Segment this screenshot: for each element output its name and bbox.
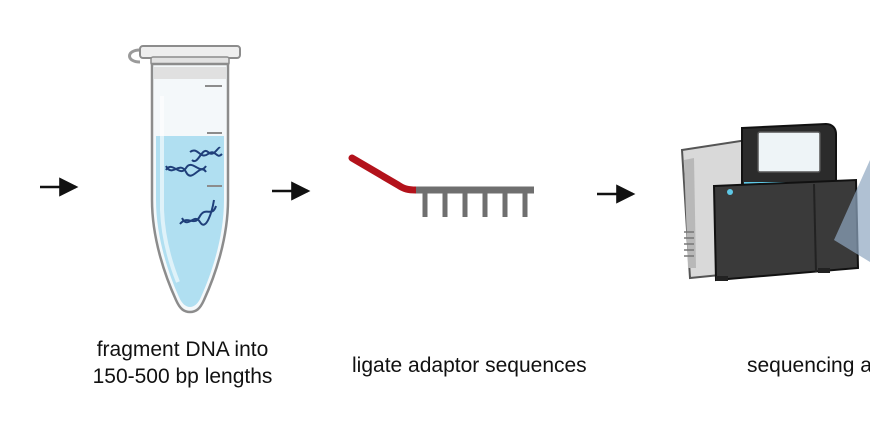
dna-fragment-icon (189, 146, 223, 163)
microcentrifuge-tube-icon (128, 45, 241, 314)
sequencer-icon (680, 122, 870, 282)
adaptor-ligation-icon (348, 154, 534, 217)
caption-line: sequencing a (747, 354, 870, 377)
caption-line: fragment DNA into (96, 338, 269, 361)
dna-fragment-icon (165, 163, 207, 177)
step-caption-ligate: ligate adaptor sequences (352, 352, 587, 379)
dna-fragment-icon (179, 199, 217, 226)
step-caption-sequencing: sequencing a (747, 352, 870, 379)
caption-line: 150-500 bp lengths (92, 365, 273, 388)
step-caption-fragment: fragment DNA into 150-500 bp lengths (80, 336, 285, 390)
caption-line: ligate adaptor sequences (352, 354, 587, 377)
